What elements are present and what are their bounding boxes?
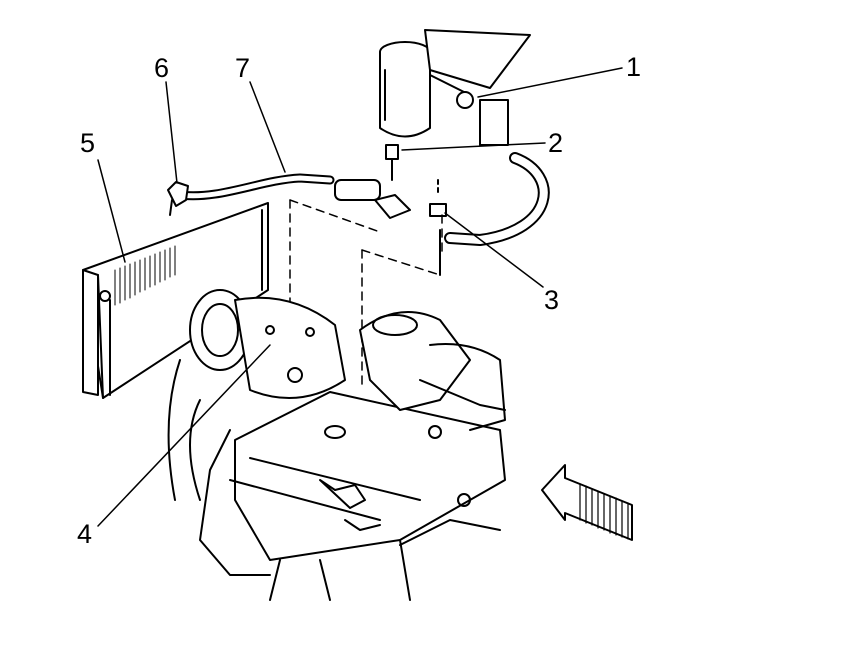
callout-7: 7 <box>235 53 251 83</box>
bolt <box>374 144 411 219</box>
ac-line <box>439 152 550 276</box>
callout-1: 1 <box>626 52 642 82</box>
stud-nut <box>429 179 447 217</box>
compressor <box>167 289 346 501</box>
leader-lines <box>97 67 623 527</box>
callout-2: 2 <box>548 128 564 158</box>
callout-3: 3 <box>544 285 560 315</box>
callout-6: 6 <box>154 53 170 83</box>
alignment-lines <box>289 199 443 391</box>
callout-4: 4 <box>77 519 93 549</box>
hose-clip <box>167 181 189 216</box>
callout-5: 5 <box>80 128 96 158</box>
condenser-hose <box>175 173 381 201</box>
fitting-nut <box>456 91 509 146</box>
engine <box>199 311 506 601</box>
accumulator <box>379 29 531 138</box>
condenser <box>82 202 269 399</box>
direction-arrow-icon <box>541 464 633 541</box>
